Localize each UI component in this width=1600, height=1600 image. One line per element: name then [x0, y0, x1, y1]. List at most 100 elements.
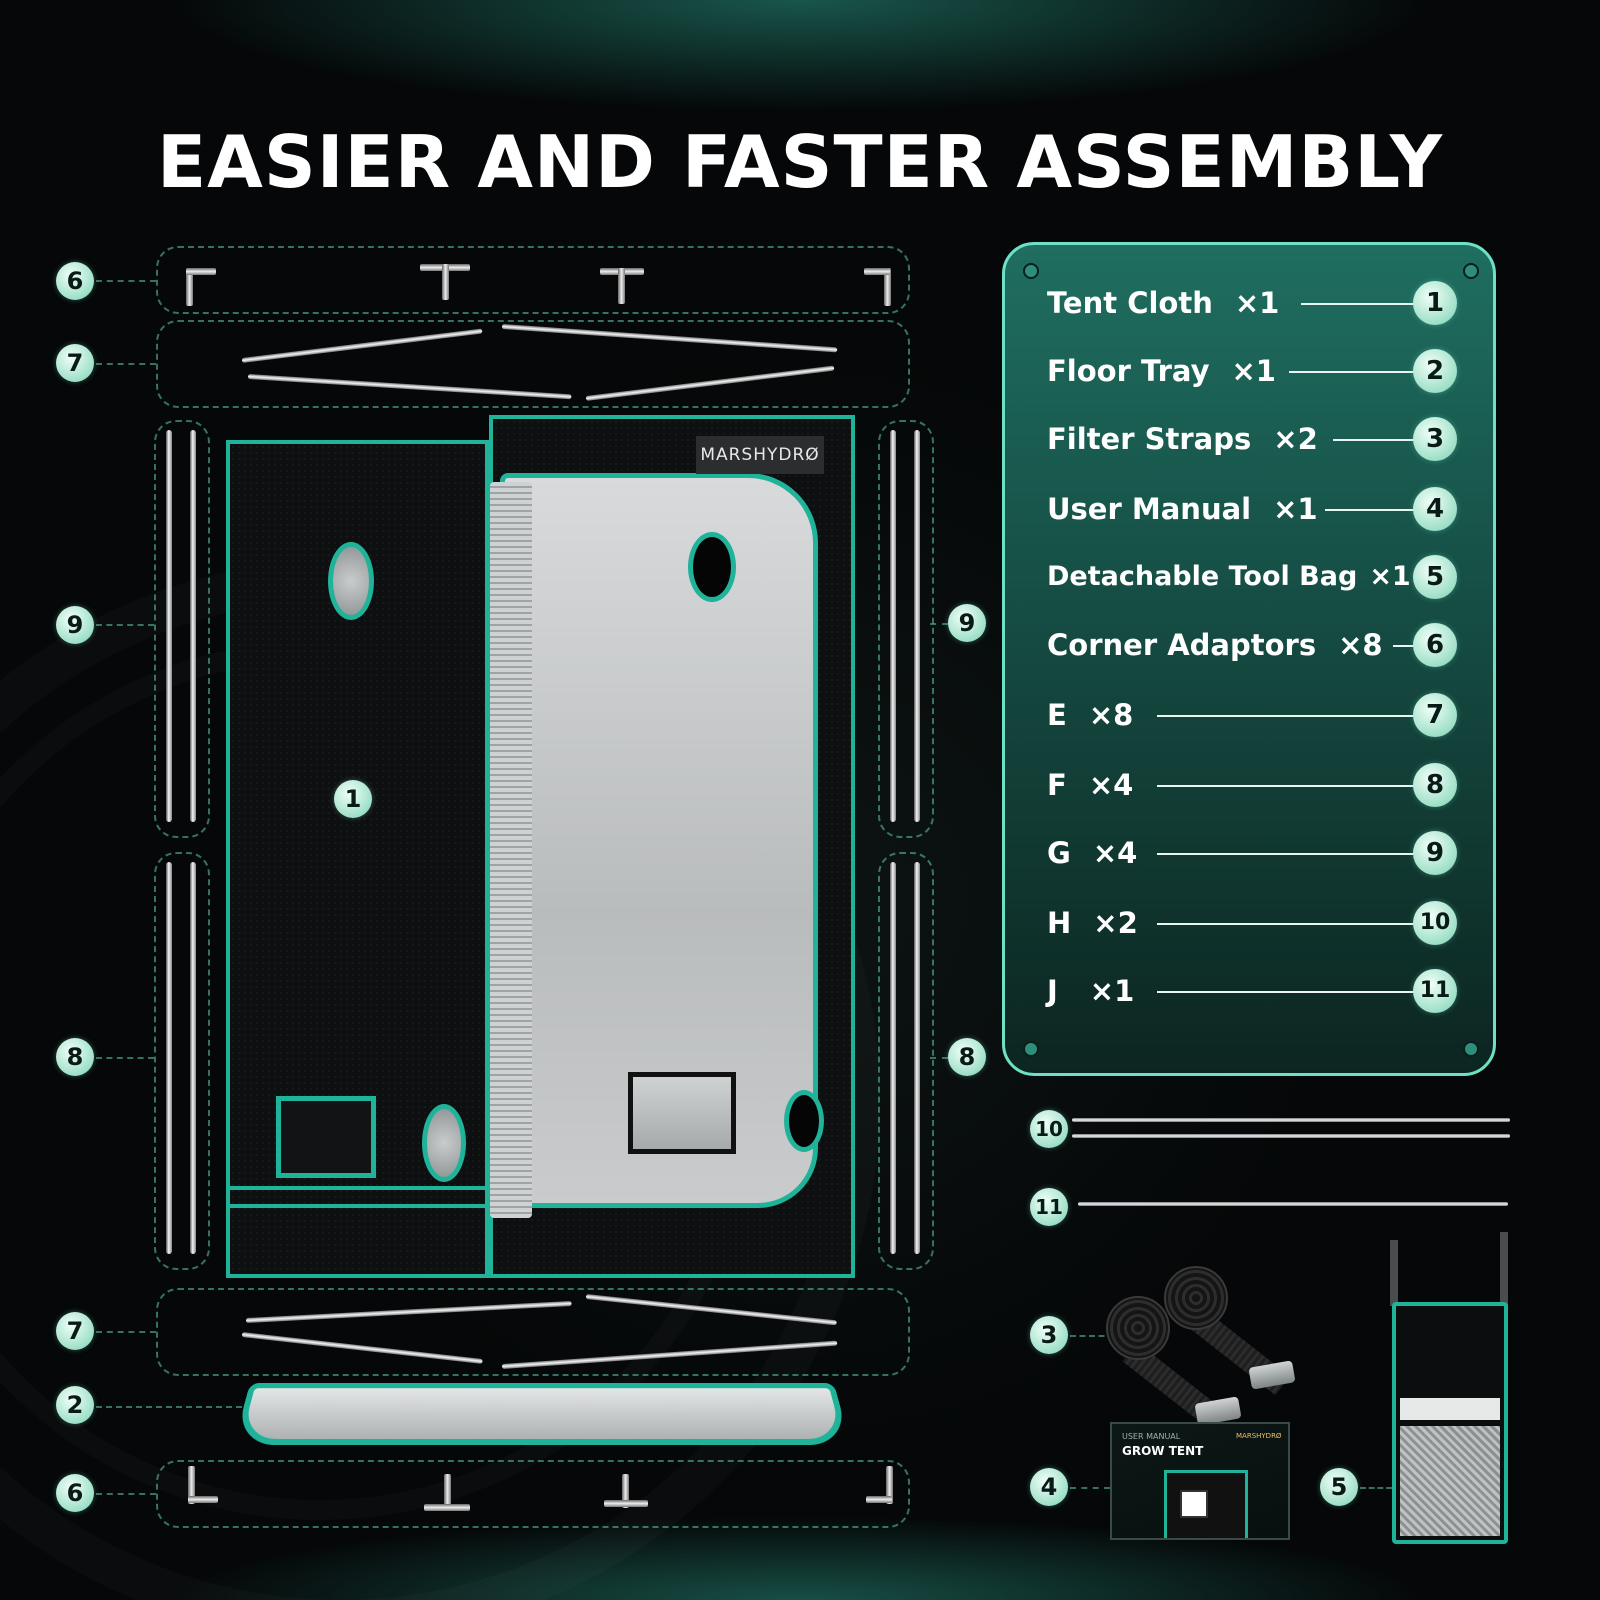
- leader-line: [930, 1057, 948, 1059]
- callout-badge-2: 2: [56, 1386, 94, 1424]
- callout-badge-9: 9: [948, 604, 986, 642]
- part-number-badge: 4: [1413, 487, 1457, 531]
- callout-badge-6: 6: [56, 262, 94, 300]
- callout-badge-7: 7: [56, 1312, 94, 1350]
- part-number-badge: 7: [1413, 693, 1457, 737]
- tent-mesh-window: [628, 1072, 736, 1154]
- g-rod: [890, 430, 896, 822]
- j-rod: [1078, 1202, 1508, 1206]
- page-title: EASIER AND FASTER ASSEMBLY: [0, 120, 1600, 204]
- part-name: Tent Cloth: [1047, 286, 1213, 320]
- part-quantity: ×1: [1235, 286, 1279, 320]
- part-quantity: ×1: [1090, 974, 1134, 1008]
- part-number-badge: 9: [1413, 831, 1457, 875]
- tent-vent-port: [422, 1104, 466, 1182]
- part-name: Corner Adaptors: [1047, 628, 1316, 662]
- h-rod: [1072, 1118, 1510, 1122]
- tool-bag-mesh-pocket: [1400, 1426, 1500, 1536]
- callout-badge-8: 8: [948, 1038, 986, 1076]
- f-rods-left-group: [154, 852, 210, 1270]
- callout-badge-1: 1: [334, 780, 372, 818]
- parts-list-item: E ×8 7: [1005, 691, 1499, 739]
- leader-line: [1157, 785, 1417, 787]
- part-quantity: ×2: [1273, 422, 1317, 456]
- tent-vent-port: [784, 1090, 824, 1152]
- filter-strap-roll: [1106, 1296, 1170, 1360]
- callout-badge-4: 4: [1030, 1468, 1068, 1506]
- part-quantity: ×8: [1089, 698, 1133, 732]
- callout-badge-10: 10: [1030, 1110, 1068, 1148]
- part-quantity: ×8: [1338, 628, 1382, 662]
- panel-screw: [1023, 263, 1039, 279]
- leader-line: [96, 1331, 156, 1333]
- parts-list-item: Tent Cloth×1 1: [1005, 279, 1499, 327]
- panel-screw: [1463, 263, 1479, 279]
- part-name: G: [1047, 836, 1071, 870]
- user-manual-booklet: USER MANUAL GROW TENT MARSHYDRØ: [1110, 1422, 1290, 1540]
- leader-line: [1301, 303, 1417, 305]
- tent-trim: [230, 1186, 485, 1190]
- leader-line: [1325, 509, 1417, 511]
- leader-line: [96, 1057, 154, 1059]
- parts-list-item: Floor Tray×1 2: [1005, 347, 1499, 395]
- parts-list-item: Corner Adaptors ×8 6: [1005, 621, 1499, 669]
- f-rod: [914, 862, 920, 1254]
- g-rod: [190, 430, 196, 822]
- part-quantity: ×1: [1369, 561, 1410, 592]
- callout-badge-5: 5: [1320, 1468, 1358, 1506]
- parts-list-item: G×4 9: [1005, 829, 1499, 877]
- corner-adaptors-top-group: [156, 246, 910, 314]
- part-number-badge: 2: [1413, 349, 1457, 393]
- part-name: User Manual: [1047, 492, 1251, 526]
- parts-list-panel: Tent Cloth×1 1 Floor Tray×1 2 Filter Str…: [1002, 242, 1496, 1076]
- callout-badge-8: 8: [56, 1038, 94, 1076]
- leader-line: [930, 623, 948, 625]
- g-rods-left-group: [154, 420, 210, 838]
- g-rod: [914, 430, 920, 822]
- callout-badge-3: 3: [1030, 1316, 1068, 1354]
- tool-bag-hanger-strap: [1390, 1240, 1398, 1306]
- leader-line: [96, 280, 156, 282]
- tool-bag-hanger-strap: [1500, 1232, 1508, 1306]
- part-name: H: [1047, 906, 1071, 940]
- part-number-badge: 5: [1413, 555, 1457, 599]
- manual-tent-window: [1180, 1490, 1208, 1518]
- part-number-badge: 8: [1413, 763, 1457, 807]
- callout-badge-9: 9: [56, 606, 94, 644]
- callout-badge-11: 11: [1030, 1188, 1068, 1226]
- part-name: E: [1047, 698, 1067, 732]
- part-quantity: ×1: [1273, 492, 1317, 526]
- leader-line: [96, 624, 154, 626]
- f-rod: [166, 862, 172, 1254]
- part-number-badge: 10: [1413, 901, 1457, 945]
- g-rods-right-group: [878, 420, 934, 838]
- g-rod: [166, 430, 172, 822]
- part-quantity: ×2: [1093, 906, 1137, 940]
- part-number-badge: 3: [1413, 417, 1457, 461]
- f-rod: [190, 862, 196, 1254]
- part-name: Floor Tray: [1047, 354, 1209, 388]
- brand-logo: MARSHYDRØ: [696, 436, 824, 474]
- tool-bag-label-strip: [1400, 1398, 1500, 1420]
- part-name: F: [1047, 768, 1067, 802]
- parts-list-item: Filter Straps×2 3: [1005, 415, 1499, 463]
- leader-line: [1070, 1487, 1110, 1489]
- leader-line: [96, 363, 156, 365]
- part-quantity: ×4: [1089, 768, 1133, 802]
- f-rod: [890, 862, 896, 1254]
- manual-subtitle: USER MANUAL: [1122, 1432, 1180, 1441]
- floor-tray: [233, 1383, 850, 1445]
- leader-line: [1157, 991, 1417, 993]
- leader-line: [1333, 439, 1417, 441]
- part-name: J: [1047, 974, 1058, 1008]
- manual-brand: MARSHYDRØ: [1236, 1432, 1281, 1440]
- parts-list-item: J×1 11: [1005, 967, 1499, 1015]
- tent-mesh-window: [276, 1096, 376, 1178]
- leader-line: [1157, 923, 1417, 925]
- parts-list-item: User Manual ×1 4: [1005, 485, 1499, 533]
- tent-zipper: [490, 482, 532, 1218]
- part-number-badge: 6: [1413, 623, 1457, 667]
- manual-title: GROW TENT: [1122, 1444, 1203, 1458]
- h-rod: [1072, 1134, 1510, 1138]
